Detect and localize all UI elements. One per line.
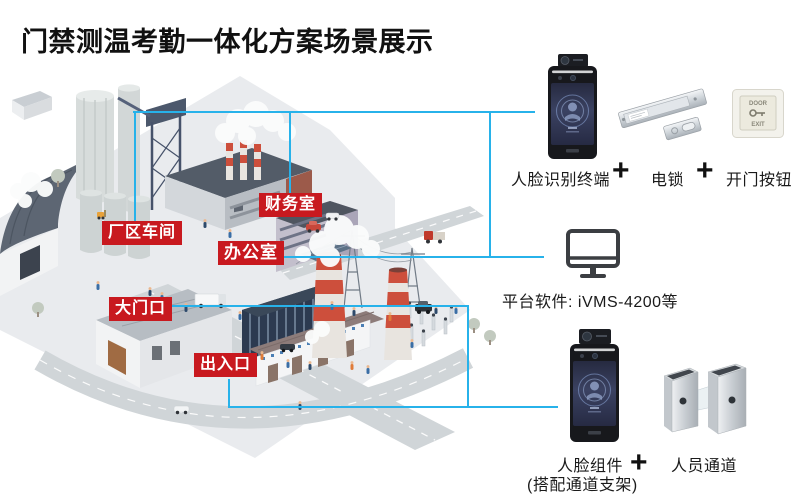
connector-line-bus-to-platform [489,112,491,258]
connector-line-finance-drop [289,112,291,194]
turnstile-image [663,363,747,435]
door-exit-button-image: DOOR EXIT [732,89,784,138]
plus-sign-1: + [612,154,630,187]
face-component-sublabel: (搭配通道支架) [527,477,638,494]
face-component-label: 人脸组件 [557,458,624,475]
map-label-workshop: 厂区车间 [102,221,183,245]
key-icon [749,109,765,117]
connector-line-office-to-platform [284,256,544,258]
door-button-text-door: DOOR [749,101,768,107]
plus-sign-3: + [630,446,648,479]
connector-line-entrance-horizontal [228,406,558,408]
turnstile-label: 人员通道 [671,458,738,475]
door-button-text-exit: EXIT [751,122,765,128]
face-terminal-label: 人脸识别终端 [511,172,611,189]
connector-line-gate-horizontal [163,305,469,307]
face-recognition-terminal-image [548,54,597,159]
electric-lock-label: 电锁 [651,172,685,189]
connector-line-workshop-drop [134,112,136,223]
factory-scene-illustration [0,76,496,458]
connector-line-bus-top [133,111,535,113]
electric-lock-image [618,88,707,141]
map-label-entrance: 出入口 [194,353,258,377]
connector-line-gate-drop [467,306,469,408]
page-title: 门禁测温考勤一体化方案场景展示 [21,27,434,57]
map-label-finance: 财务室 [259,193,323,217]
map-label-office: 办公室 [218,241,284,265]
platform-software-label: 平台软件: iVMS-4200等 [502,294,679,311]
face-component-image [570,329,619,442]
connector-line-entrance-drop [228,379,230,407]
monitor-icon [566,229,620,278]
plus-sign-2: + [696,154,714,187]
door-button-label: 开门按钮 [726,172,793,189]
map-label-main-gate: 大门口 [109,297,173,321]
